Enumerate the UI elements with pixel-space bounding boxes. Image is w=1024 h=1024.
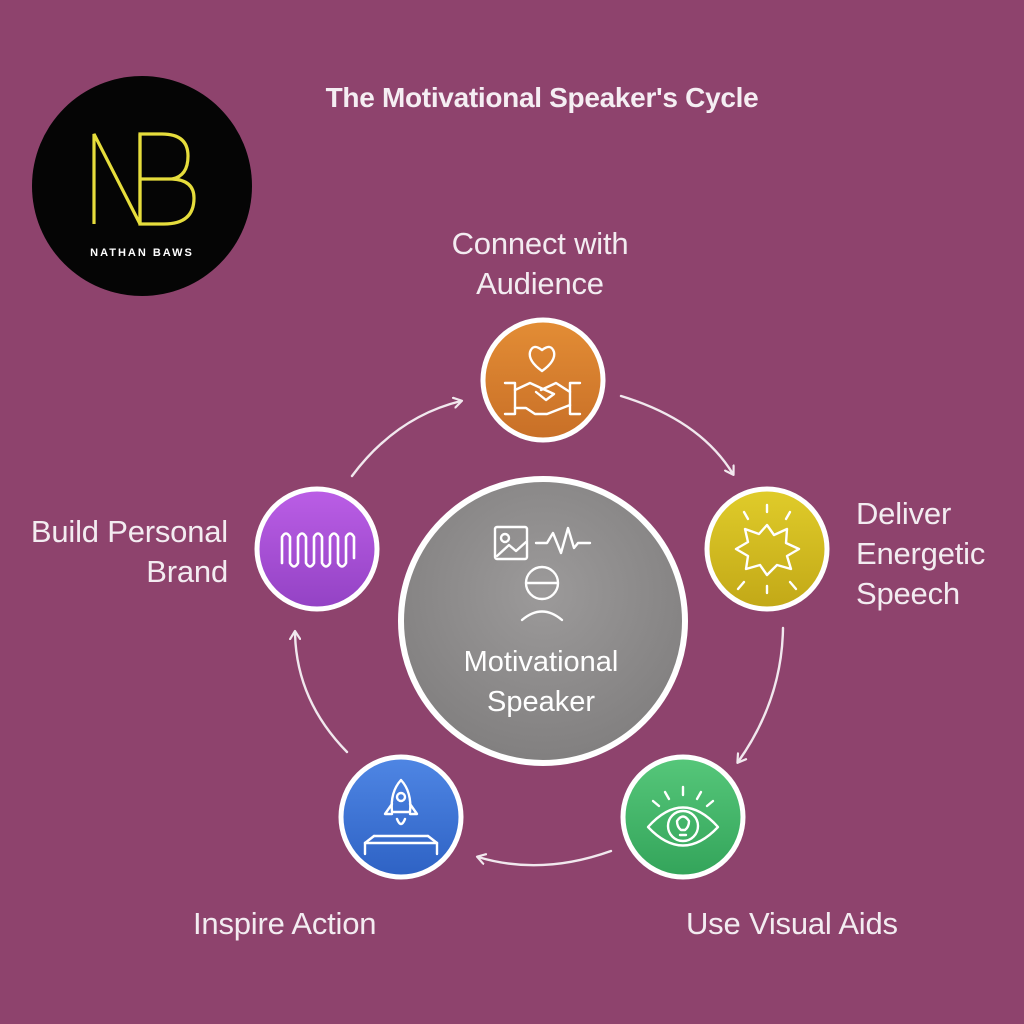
diagram-title: The Motivational Speaker's Cycle xyxy=(325,82,759,113)
arrow-deliver-to-visual xyxy=(738,626,785,762)
label-line: Build Personal xyxy=(30,514,228,549)
eye-bulb-icon xyxy=(646,785,720,847)
stage-visual-label: Use Visual Aids xyxy=(686,904,966,944)
stage-connect-label: Connect with Audience xyxy=(440,224,640,304)
person-icon xyxy=(520,565,564,622)
stage-brand-node xyxy=(254,486,380,612)
burst-icon xyxy=(734,503,801,595)
handshake-heart-icon xyxy=(503,345,582,416)
arrow-visual-to-inspire xyxy=(478,849,613,867)
label-line: Brand xyxy=(146,554,228,589)
pulse-icon xyxy=(534,526,592,555)
stage-inspire-label: Inspire Action xyxy=(193,904,453,944)
arrow-brand-to-connect xyxy=(350,401,461,478)
label-line: Inspire Action xyxy=(193,906,377,941)
nathan-baws-logo: NATHAN BAWS xyxy=(32,76,252,296)
stage-visual-node xyxy=(620,754,746,880)
nb-monogram-icon xyxy=(92,132,196,226)
rocket-icon xyxy=(363,778,439,856)
center-node: Motivational Speaker xyxy=(398,476,688,766)
stage-connect-node xyxy=(480,317,606,443)
label-line: Energetic xyxy=(856,536,986,571)
wave-icon xyxy=(280,532,356,568)
label-line: Speech xyxy=(856,576,960,611)
image-icon xyxy=(493,525,529,561)
arrow-inspire-to-brand xyxy=(295,632,349,754)
label-line: Use Visual Aids xyxy=(686,906,898,941)
logo-name: NATHAN BAWS xyxy=(90,247,194,259)
label-line: Audience xyxy=(476,266,604,301)
center-label-line1: Motivational xyxy=(464,646,619,678)
label-line: Connect with xyxy=(451,226,629,261)
center-label-line2: Speaker xyxy=(487,686,595,718)
stage-brand-label: Build Personal Brand xyxy=(8,512,228,592)
arrow-connect-to-deliver xyxy=(619,394,733,474)
stage-deliver-label: Deliver Energetic Speech xyxy=(856,494,1016,614)
label-line: Deliver xyxy=(856,496,952,531)
stage-inspire-node xyxy=(338,754,464,880)
stage-deliver-node xyxy=(704,486,830,612)
